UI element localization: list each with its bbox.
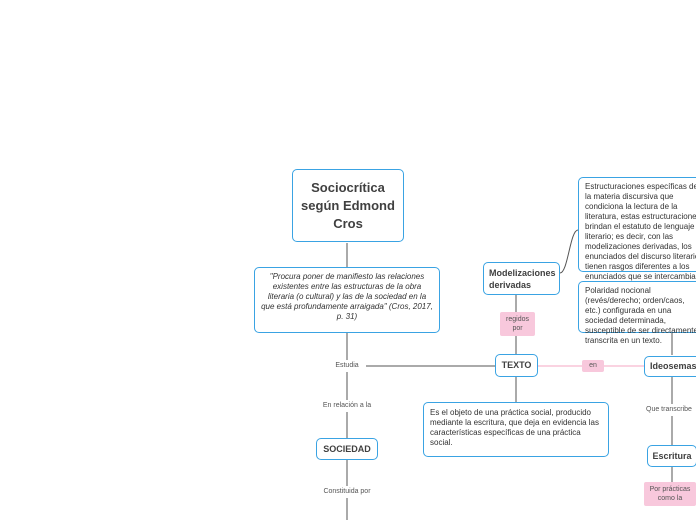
- label-constituida: Constituida por: [314, 487, 380, 497]
- estructuraciones-text: Estructuraciones específicas de la mater…: [585, 182, 696, 291]
- polaridad-box[interactable]: Polaridad nocional (revés/derecho; orden…: [578, 281, 696, 345]
- quote-text: "Procura poner de manifiesto las relacio…: [261, 272, 433, 321]
- label-en: en: [582, 360, 604, 372]
- concept-modelizaciones[interactable]: Modelizaciones derivadas: [483, 262, 560, 295]
- quote-box[interactable]: "Procura poner de manifiesto las relacio…: [254, 267, 440, 333]
- connector-modelizaciones-estructuraciones: [559, 229, 579, 274]
- concept-texto[interactable]: TEXTO: [495, 354, 538, 377]
- root-topic-text: Sociocrítica según Edmond Cros: [301, 180, 395, 231]
- label-regidos: regidos por: [500, 312, 535, 336]
- concept-ideosemas-text: Ideosemas: [650, 361, 696, 371]
- concept-sociedad[interactable]: SOCIEDAD: [316, 438, 378, 460]
- concept-ideosemas[interactable]: Ideosemas: [644, 356, 696, 377]
- polaridad-text: Polaridad nocional (revés/derecho; orden…: [585, 286, 696, 345]
- concept-texto-text: TEXTO: [501, 360, 532, 370]
- label-en-text: en: [589, 362, 597, 369]
- label-que-transcribe: Que transcribe: [646, 405, 696, 415]
- concept-sociedad-text: SOCIEDAD: [323, 444, 371, 454]
- texto-definition-text: Es el objeto de una práctica social, pro…: [430, 408, 599, 447]
- root-topic[interactable]: Sociocrítica según Edmond Cros: [292, 169, 404, 242]
- concept-modelizaciones-text: Modelizaciones derivadas: [489, 268, 556, 290]
- concept-escritura-text: Escritura: [652, 451, 692, 461]
- label-por-practicas: Por prácticas como la: [644, 482, 696, 506]
- label-por-practicas-text: Por prácticas como la: [649, 486, 691, 502]
- texto-definition-box[interactable]: Es el objeto de una práctica social, pro…: [423, 402, 609, 457]
- label-estudia: Estudia: [330, 361, 364, 371]
- label-en-relacion: En relación a la: [314, 401, 380, 411]
- concept-escritura[interactable]: Escritura: [647, 445, 696, 467]
- estructuraciones-box[interactable]: Estructuraciones específicas de la mater…: [578, 177, 696, 291]
- label-regidos-text: regidos por: [506, 316, 529, 332]
